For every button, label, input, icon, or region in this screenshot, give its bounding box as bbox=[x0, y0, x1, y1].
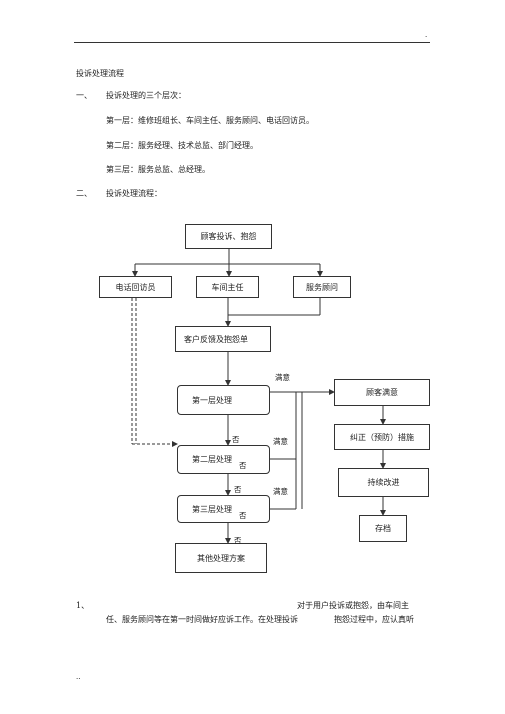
customer-satisfied-node: 顾客满意 bbox=[334, 379, 430, 406]
other-solution-label: 其他处理方案 bbox=[197, 553, 245, 563]
no-label-3: 否 bbox=[234, 485, 242, 494]
level3-process-node: 第三层处理 bbox=[177, 495, 270, 523]
role-phone-followup-label: 电话回访员 bbox=[115, 282, 156, 292]
no-label-1: 否 bbox=[232, 435, 240, 444]
satisfied-label-1: 满意 bbox=[275, 373, 290, 382]
bottom-line-1: 对于用户投诉或抱怨，由车间主 bbox=[297, 601, 409, 610]
role-workshop-director: 车间主任 bbox=[196, 276, 259, 298]
footer-mark: .. bbox=[76, 673, 81, 681]
role-phone-followup: 电话回访员 bbox=[99, 276, 172, 298]
section2-title: 投诉处理流程： bbox=[106, 189, 162, 198]
other-solution-node: 其他处理方案 bbox=[175, 543, 267, 573]
no-label-4: 否 bbox=[239, 511, 247, 520]
archive-node: 存档 bbox=[359, 515, 407, 542]
continuous-improvement-node: 持续改进 bbox=[338, 468, 429, 497]
satisfied-label-2: 满意 bbox=[273, 437, 288, 446]
feedback-form-node: 客户反馈及抱怨单 bbox=[175, 326, 271, 352]
bottom-line-2b: 抱怨过程中，应认真听 bbox=[334, 615, 414, 624]
continuous-improvement-label: 持续改进 bbox=[367, 478, 400, 487]
section2-number: 二、 bbox=[76, 189, 92, 198]
role-service-advisor-label: 服务顾问 bbox=[306, 282, 338, 292]
satisfied-label-3: 满意 bbox=[273, 487, 288, 496]
level3-process-label: 第三层处理 bbox=[192, 504, 232, 514]
start-node: 顾客投诉、抱怨 bbox=[185, 224, 272, 249]
doc-title: 投诉处理流程 bbox=[76, 69, 124, 78]
role-workshop-director-label: 车间主任 bbox=[211, 282, 244, 292]
role-service-advisor: 服务顾问 bbox=[293, 276, 351, 298]
archive-label: 存档 bbox=[375, 524, 391, 533]
level-line-3: 第三层：服务总监、总经理。 bbox=[106, 165, 210, 174]
corrective-action-label: 纠正（预防）措施 bbox=[350, 432, 414, 442]
no-label-2: 否 bbox=[239, 461, 247, 470]
feedback-form-label: 客户反馈及抱怨单 bbox=[184, 334, 248, 344]
header-rule bbox=[74, 42, 430, 43]
level2-process-label: 第二层处理 bbox=[192, 455, 232, 464]
section1-number: 一、 bbox=[76, 91, 92, 100]
level2-process-node: 第二层处理 bbox=[177, 445, 270, 474]
no-label-5: 否 bbox=[234, 536, 242, 545]
level-line-2: 第二层：服务经理、技术总监、部门经理。 bbox=[106, 141, 258, 150]
level1-process-node: 第一层处理 bbox=[177, 385, 270, 415]
corner-mark: . bbox=[425, 31, 428, 39]
section1-title: 投诉处理的三个层次： bbox=[106, 91, 186, 100]
bottom-line-2: 任、服务顾问等在第一时间做好应诉工作。在处理投诉 bbox=[106, 615, 298, 624]
corrective-action-node: 纠正（预防）措施 bbox=[334, 424, 430, 450]
level-line-1: 第一层：维修班组长、车间主任、服务顾问、电话回访员。 bbox=[106, 116, 314, 125]
start-node-label: 顾客投诉、抱怨 bbox=[200, 232, 257, 241]
customer-satisfied-label: 顾客满意 bbox=[366, 388, 398, 397]
level1-process-label: 第一层处理 bbox=[192, 395, 232, 405]
bottom-item-number: 1、 bbox=[76, 601, 90, 610]
